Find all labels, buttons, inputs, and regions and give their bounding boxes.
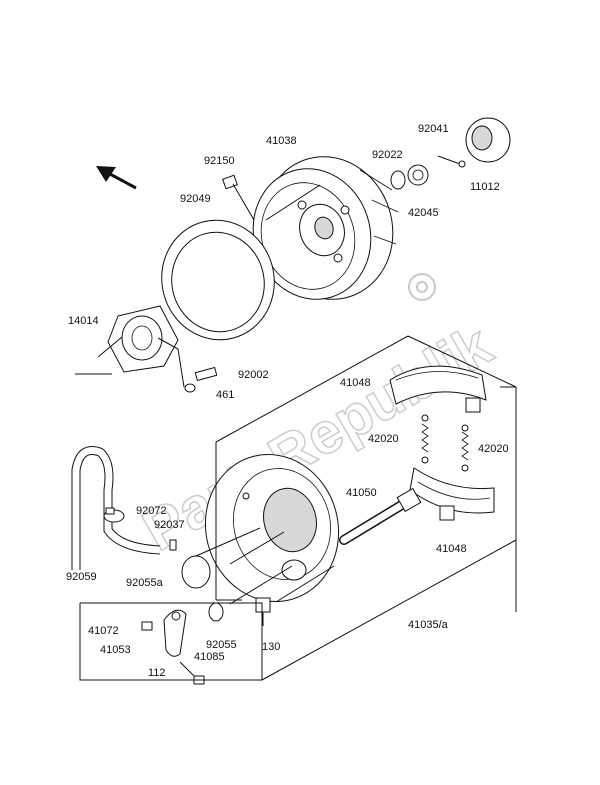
bolt-112 xyxy=(179,661,205,685)
label-14014: 14014 xyxy=(68,315,99,327)
direction-arrow-icon xyxy=(96,166,137,190)
label-41038: 41038 xyxy=(266,135,297,147)
label-92059: 92059 xyxy=(66,571,97,583)
brake-shoe-upper xyxy=(389,365,487,413)
label-92002: 92002 xyxy=(238,369,269,381)
label-92055: 92055 xyxy=(206,639,237,651)
label-41050: 41050 xyxy=(346,487,377,499)
label-41048-lower: 41048 xyxy=(436,543,467,555)
label-41085: 41085 xyxy=(194,651,225,663)
label-92072: 92072 xyxy=(136,505,167,517)
label-41035a: 41035/a xyxy=(408,619,449,631)
watermark-gear-icon xyxy=(408,273,436,301)
label-42020-right: 42020 xyxy=(478,443,509,455)
spring-left xyxy=(421,414,429,464)
spring-right xyxy=(461,424,469,472)
seal-plate xyxy=(75,305,179,375)
bolt-130 xyxy=(255,597,271,626)
brake-panel xyxy=(204,454,340,602)
label-130: 130 xyxy=(262,641,280,653)
plug-92037 xyxy=(169,539,177,551)
label-112: 112 xyxy=(148,667,166,679)
grouping-lines xyxy=(79,335,517,681)
o-ring-92055 xyxy=(208,602,224,622)
brake-shoe-lower xyxy=(409,467,495,521)
camshaft xyxy=(339,487,422,545)
cotter-pin xyxy=(437,155,466,168)
label-41072: 41072 xyxy=(88,625,119,637)
label-41053: 41053 xyxy=(100,644,131,656)
label-42045: 42045 xyxy=(408,207,439,219)
bolt-92150 xyxy=(222,174,255,221)
brake-lever xyxy=(141,609,187,657)
label-92022: 92022 xyxy=(372,149,403,161)
label-92049: 92049 xyxy=(180,193,211,205)
label-92150: 92150 xyxy=(204,155,235,167)
label-41048-upper: 41048 xyxy=(340,377,371,389)
brake-drum xyxy=(252,156,399,300)
washer-92022 xyxy=(390,170,406,190)
brake-lining-ring xyxy=(161,219,275,341)
label-92037: 92037 xyxy=(154,519,185,531)
label-42020-left: 42020 xyxy=(368,433,399,445)
label-92055a: 92055a xyxy=(126,577,164,589)
label-461: 461 xyxy=(216,389,234,401)
bolt-92002 xyxy=(184,366,218,393)
hose-clamp xyxy=(103,507,125,523)
label-11012: 11012 xyxy=(470,181,500,193)
o-ring-92055a xyxy=(181,555,211,589)
hub-cap xyxy=(465,117,511,163)
label-92041: 92041 xyxy=(418,123,449,135)
axle-nut xyxy=(407,164,429,186)
breather-hose xyxy=(71,446,161,570)
